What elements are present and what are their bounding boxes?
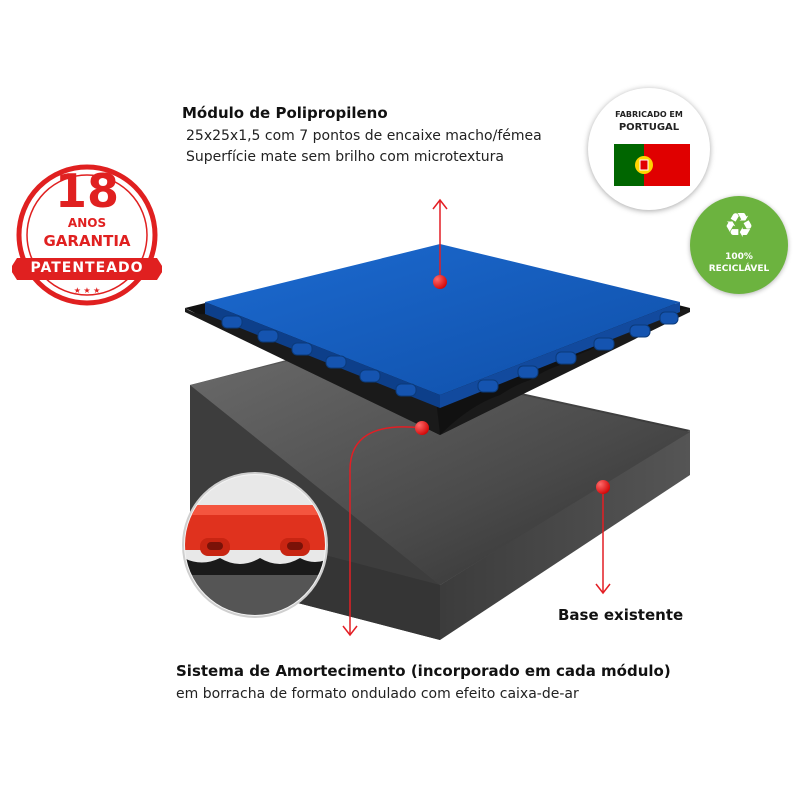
warranty-stamp-icon: ★ ★ ★: [10, 164, 164, 306]
svg-text:★ ★ ★: ★ ★ ★: [74, 286, 101, 295]
made-in-line1: FABRICADO EM: [615, 110, 683, 119]
arrow-base: [595, 487, 611, 595]
made-in-portugal-badge: FABRICADO EM PORTUGAL: [588, 88, 710, 210]
marker-damping: [415, 421, 429, 435]
recyclable-badge: ♻ 100% RECICLÁVEL: [690, 196, 788, 294]
warranty-years: 18: [54, 164, 119, 218]
warranty-line2: GARANTIA: [43, 232, 131, 250]
warranty-badge: ★ ★ ★ 18 ANOS GARANTIA PATENTEADO: [10, 160, 164, 310]
arrow-module: [432, 198, 448, 282]
damping-title: Sistema de Amortecimento (incorporado em…: [176, 662, 671, 680]
marker-module: [433, 275, 447, 289]
recycle-line1: 100%: [725, 252, 753, 262]
arrow-damping: [342, 426, 423, 637]
recycle-line2: RECICLÁVEL: [708, 264, 770, 274]
warranty-line1: ANOS: [67, 216, 107, 230]
module-line2: Superfície mate sem brilho com microtext…: [186, 149, 504, 165]
portugal-flag-icon: [614, 144, 690, 186]
module-line1: 25x25x1,5 com 7 pontos de encaixe macho/…: [186, 128, 542, 144]
recycle-icon: ♻: [723, 206, 755, 246]
red-tile-closeup: [182, 472, 328, 618]
module-title: Módulo de Polipropileno: [182, 104, 388, 122]
damping-line1: em borracha de formato ondulado com efei…: [176, 686, 579, 702]
base-label: Base existente: [558, 606, 684, 624]
made-in-line2: PORTUGAL: [618, 122, 680, 133]
warranty-ribbon: PATENTEADO: [30, 260, 144, 276]
connector-tabs: [221, 311, 679, 397]
marker-base: [596, 480, 610, 494]
